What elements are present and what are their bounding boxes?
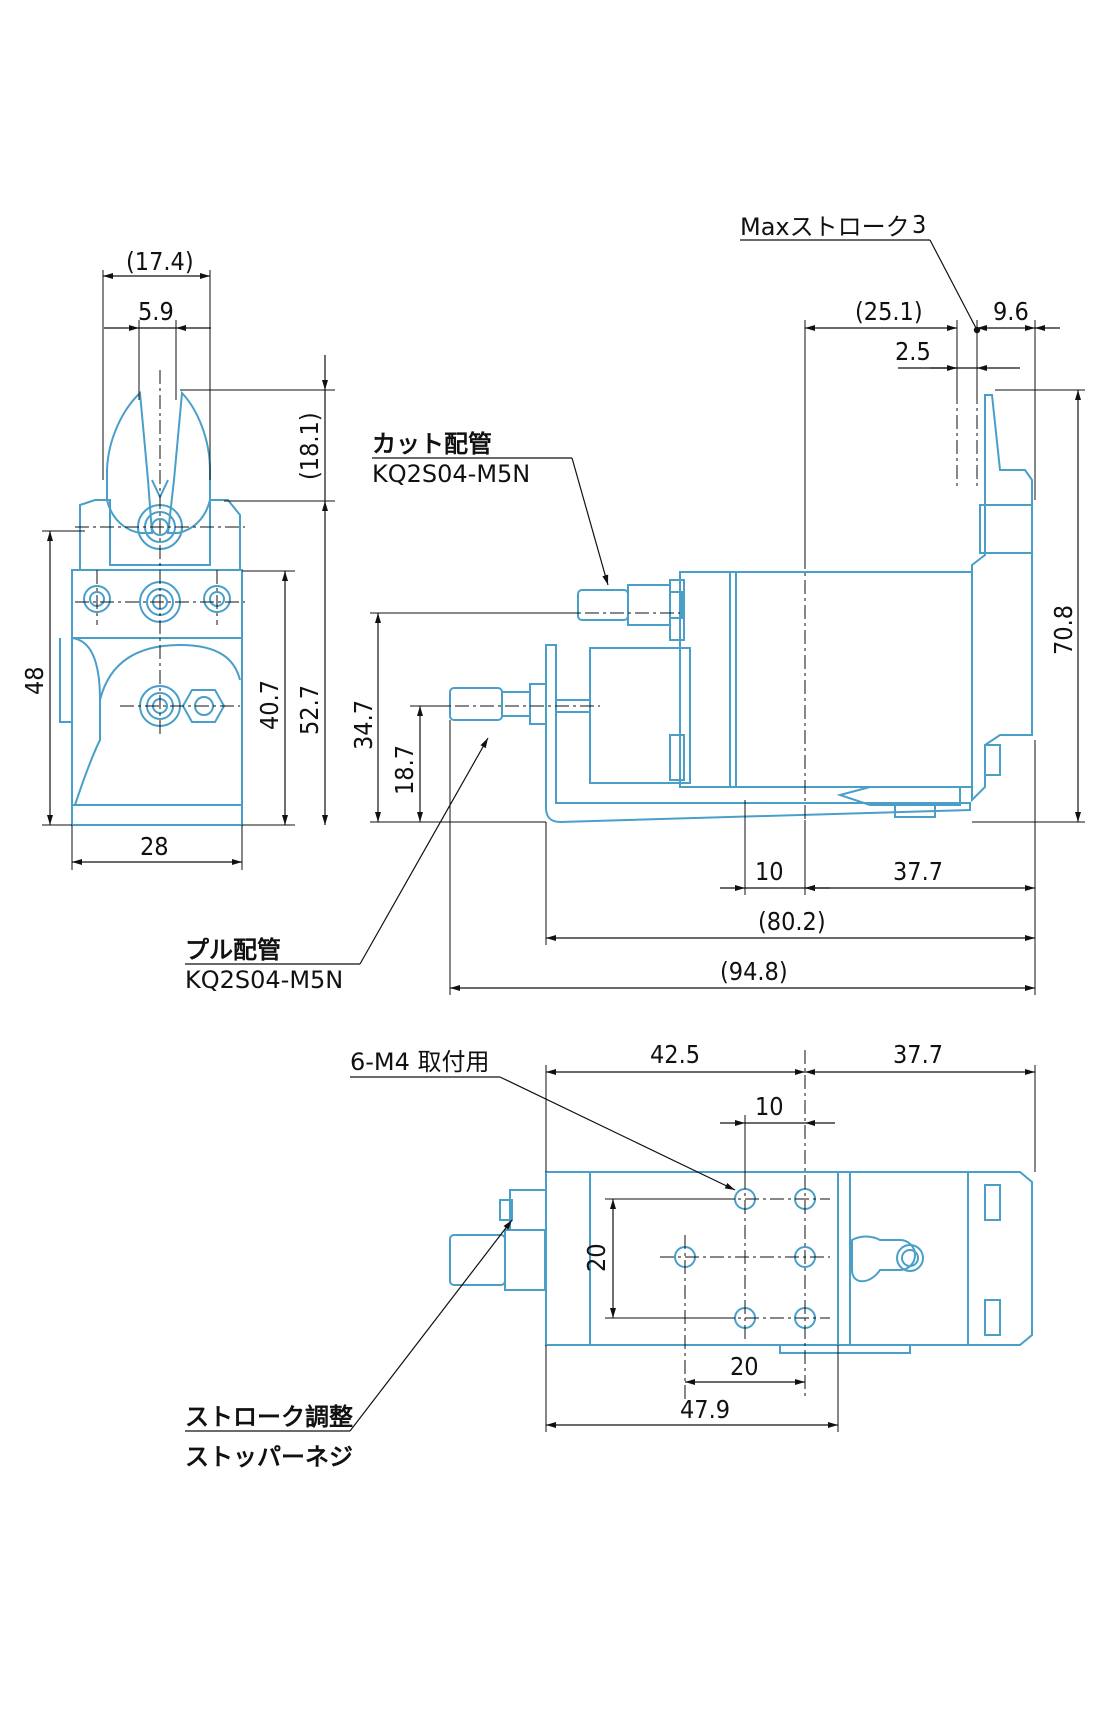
dim-side-37-7: 37.7 [893, 857, 943, 886]
front-jaw-right [166, 390, 211, 534]
dim-18-1: (18.1) [295, 412, 324, 480]
max-stroke-label: Maxストローク [740, 213, 910, 241]
stroke-adjust-label-2: ストッパーネジ [185, 1443, 353, 1471]
cut-port-part: KQ2S04-M5N [372, 460, 530, 488]
front-body [71, 569, 243, 639]
cut-port-title: カット配管 [372, 430, 492, 458]
pull-port-part: KQ2S04-M5N [185, 966, 343, 994]
cut-port-fitting [577, 584, 683, 626]
dim-2-5: 2.5 [895, 337, 931, 366]
dim-47-9: 47.9 [680, 1395, 730, 1424]
side-cylinder [589, 647, 691, 784]
dim-80-2: (80.2) [758, 907, 826, 936]
dim-17-4: (17.4) [126, 247, 194, 276]
dim-20-horizontal: 20 [730, 1352, 759, 1381]
dim-94-8: (94.8) [720, 957, 788, 986]
side-view: Maxストローク 3 (25.1) 9.6 2.5 70.8 34.7 18.7 [185, 210, 1085, 995]
dim-18-7: 18.7 [390, 745, 419, 795]
dim-bottom-10: 10 [755, 1092, 784, 1121]
stroke-adjust-label-1: ストローク調整 [185, 1403, 353, 1431]
bottom-view: 42.5 37.7 10 20 20 47.9 6-M4 取付用 ストローク調整… [185, 1040, 1036, 1471]
pull-port-title: プル配管 [185, 936, 281, 964]
side-jaw-plate [971, 394, 1033, 803]
dim-34-7: 34.7 [349, 700, 378, 750]
dim-bottom-37-7: 37.7 [893, 1040, 943, 1069]
dim-42-5: 42.5 [650, 1040, 700, 1069]
side-bracket [545, 644, 971, 824]
dim-5-9: 5.9 [138, 297, 174, 326]
dim-20-vertical: 20 [582, 1243, 611, 1272]
front-view: (17.4) 5.9 (18.1) 52.7 48 40.7 28 [20, 247, 335, 870]
max-stroke-value: 3 [912, 210, 926, 239]
mount-label: 6-M4 取付用 [350, 1048, 490, 1076]
dim-70-8: 70.8 [1049, 605, 1078, 655]
dim-52-7: 52.7 [295, 685, 324, 735]
dim-28: 28 [140, 832, 169, 861]
dim-9-6: 9.6 [993, 297, 1029, 326]
dim-25-1: (25.1) [855, 297, 923, 326]
dim-side-10: 10 [755, 857, 784, 886]
dim-48: 48 [20, 666, 49, 695]
pull-port-fitting [449, 683, 591, 725]
dim-40-7: 40.7 [255, 680, 284, 730]
